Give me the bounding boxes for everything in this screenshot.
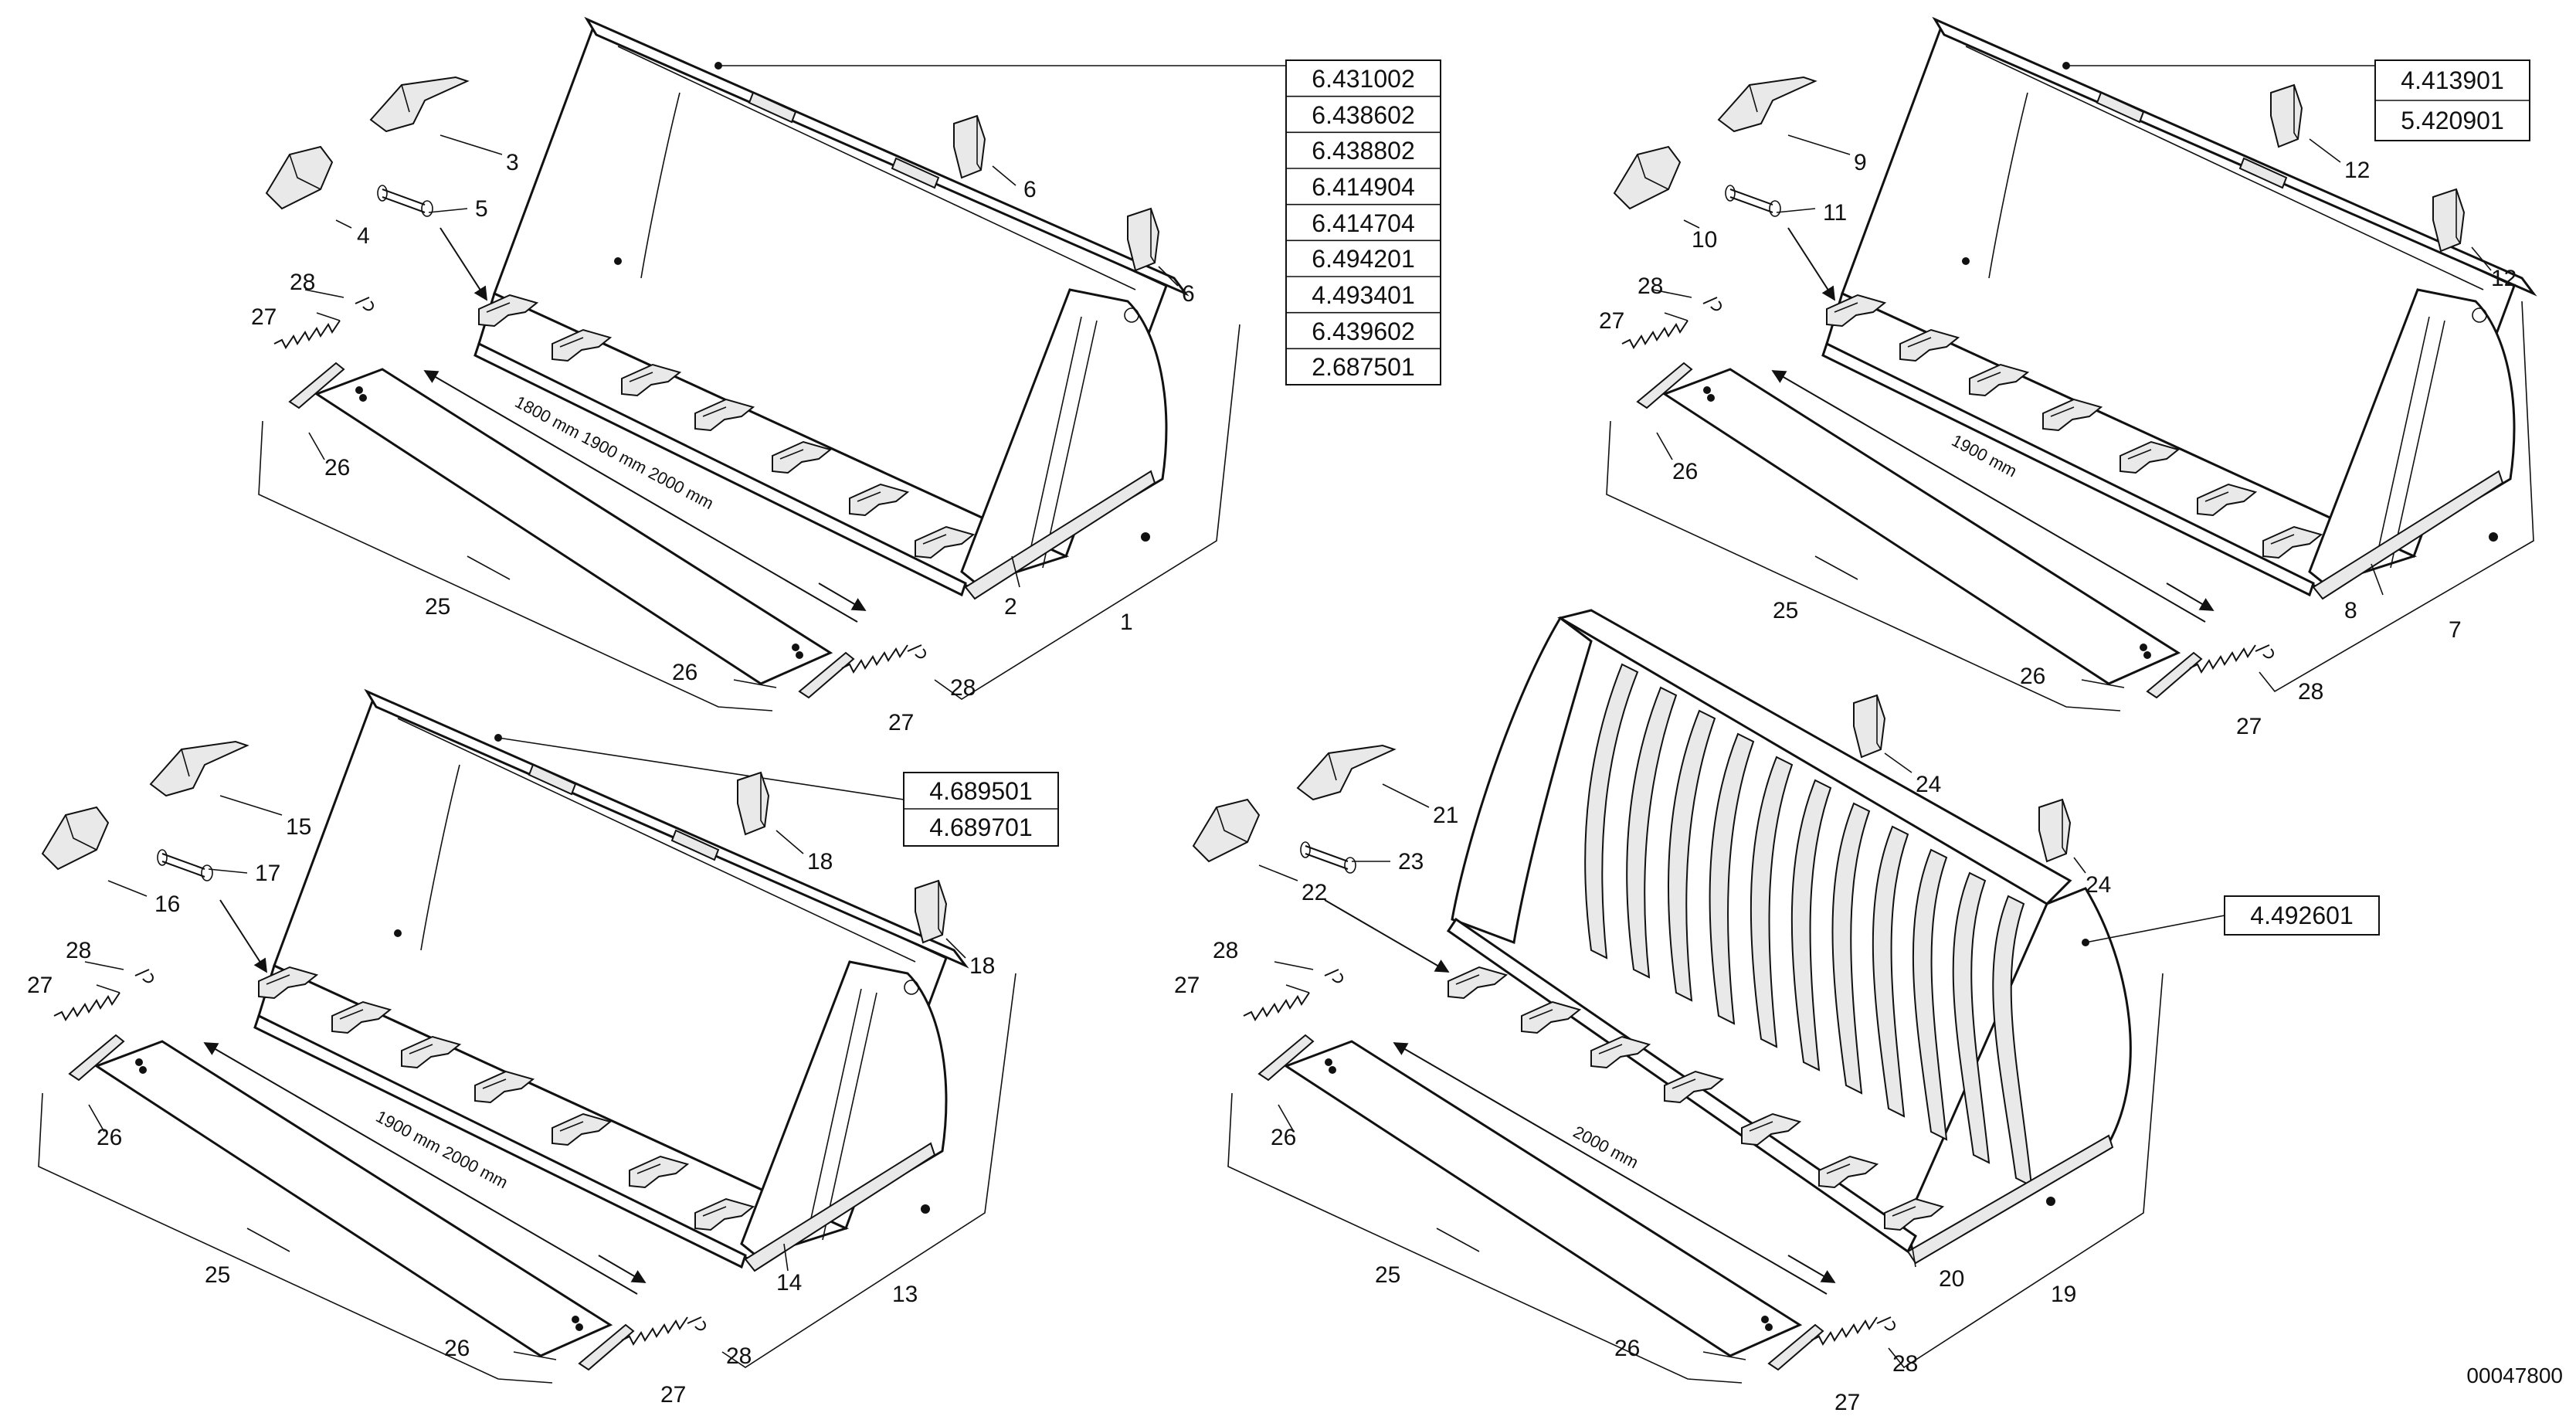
callout-number: 27 (1834, 1390, 1860, 1415)
callout-number: 23 (1398, 849, 1424, 875)
part-number: 6.414704 (1312, 209, 1414, 237)
callout-number: 16 (154, 891, 180, 917)
part-number-table-top-left: 6.431002 6.438602 6.438802 6.414904 6.41… (1285, 59, 1441, 385)
callout-number: 26 (1271, 1125, 1296, 1150)
callout-number: 28 (66, 938, 91, 963)
callout-number: 26 (2020, 664, 2045, 689)
callout-number: 24 (2086, 872, 2111, 898)
callout-number: 13 (892, 1282, 918, 1307)
callout-number: 26 (672, 660, 697, 685)
bucket-group-top-right: 1900 mm 7 8 9 10 11 12 12 25 26 26 27 27… (1599, 18, 2535, 739)
callout-number: 26 (444, 1336, 470, 1361)
callout-number: 24 (1916, 772, 1941, 797)
part-number: 5.420901 (2401, 107, 2503, 134)
callout-number: 11 (1823, 200, 1847, 226)
part-number: 6.414904 (1312, 173, 1414, 201)
part-number: 4.493401 (1312, 281, 1414, 309)
callout-number: 3 (506, 150, 519, 175)
rake-tines (1584, 663, 2033, 1187)
callout-number: 28 (1638, 273, 1663, 299)
callout-number: 27 (1599, 308, 1624, 334)
callout-number: 12 (2491, 266, 2517, 291)
bucket-group-top-left: 6.431002 6.438602 6.438802 6.414904 6.41… (251, 18, 1441, 735)
callout-number: 26 (97, 1125, 122, 1150)
callout-number: 4 (357, 223, 370, 249)
callout-number: 27 (1174, 973, 1200, 998)
callout-number: 6 (1023, 177, 1037, 202)
callout-number: 1 (1120, 610, 1133, 635)
callout-number: 25 (1375, 1262, 1400, 1288)
callout-number: 28 (950, 675, 976, 701)
callout-number: 26 (324, 455, 350, 481)
part-number: 6.438602 (1312, 101, 1414, 129)
dimension-label: 2000 mm (1570, 1122, 1642, 1172)
callout-number: 28 (1213, 938, 1238, 963)
callout-number: 25 (1773, 598, 1798, 623)
callout-number: 17 (255, 861, 280, 886)
callout-number: 5 (475, 196, 488, 222)
bucket-group-bottom-left: 1900 mm 2000 mm 13 14 25 26 26 27 27 28 … (27, 690, 1059, 1408)
callout-number: 8 (2344, 598, 2357, 623)
part-number: 6.494201 (1312, 245, 1414, 273)
part-number: 6.431002 (1312, 65, 1414, 93)
callout-number: 27 (251, 304, 277, 330)
callout-number: 25 (205, 1262, 230, 1288)
callout-number: 21 (1433, 803, 1458, 828)
callout-number: 27 (888, 710, 914, 735)
callout-number: 25 (425, 594, 450, 620)
part-number: 4.689701 (929, 813, 1032, 841)
callout-number: 26 (1614, 1336, 1640, 1361)
callout-number: 18 (807, 849, 833, 875)
callout-number: 10 (1692, 227, 1717, 253)
callout-number: 28 (2298, 679, 2323, 705)
callout-number: 22 (1302, 880, 1327, 905)
part-number-table-bottom-right: 4.492601 (2224, 895, 2380, 936)
callout-number: 15 (286, 814, 311, 840)
callout-number: 19 (2051, 1282, 2076, 1307)
callout-number: 9 (1854, 150, 1867, 175)
callout-number: 6 (1182, 281, 1195, 307)
callout-number: 28 (1892, 1351, 1918, 1377)
callout-number: 20 (1939, 1266, 1964, 1292)
part-number-table-top-right: 4.413901 5.420901 (2374, 59, 2530, 141)
part-number-table-bottom-left: 4.689501 4.689701 (903, 772, 1059, 847)
callout-number: 27 (27, 973, 53, 998)
callout-number: 27 (2236, 714, 2262, 739)
callout-number: 27 (660, 1382, 686, 1408)
callout-number: 28 (290, 270, 315, 295)
part-number: 6.439602 (1312, 318, 1414, 345)
part-number: 2.687501 (1312, 353, 1414, 381)
callout-number: 7 (2449, 617, 2462, 643)
callout-number: 28 (726, 1343, 752, 1369)
bucket-group-bottom-right: 2000 mm 19 20 25 26 26 27 27 28 28 21 22 (1174, 609, 2380, 1415)
part-number: 4.492601 (2250, 902, 2353, 929)
callout-number: 18 (969, 953, 995, 979)
callout-number: 14 (776, 1270, 802, 1296)
part-number: 6.438802 (1312, 137, 1414, 165)
part-number: 4.689501 (929, 777, 1032, 805)
callout-number: 12 (2344, 158, 2370, 183)
drawing-reference-code: 00047800 (2466, 1364, 2563, 1387)
callout-number: 26 (1672, 459, 1698, 484)
part-number: 4.413901 (2401, 66, 2503, 94)
callout-number: 2 (1004, 594, 1017, 620)
